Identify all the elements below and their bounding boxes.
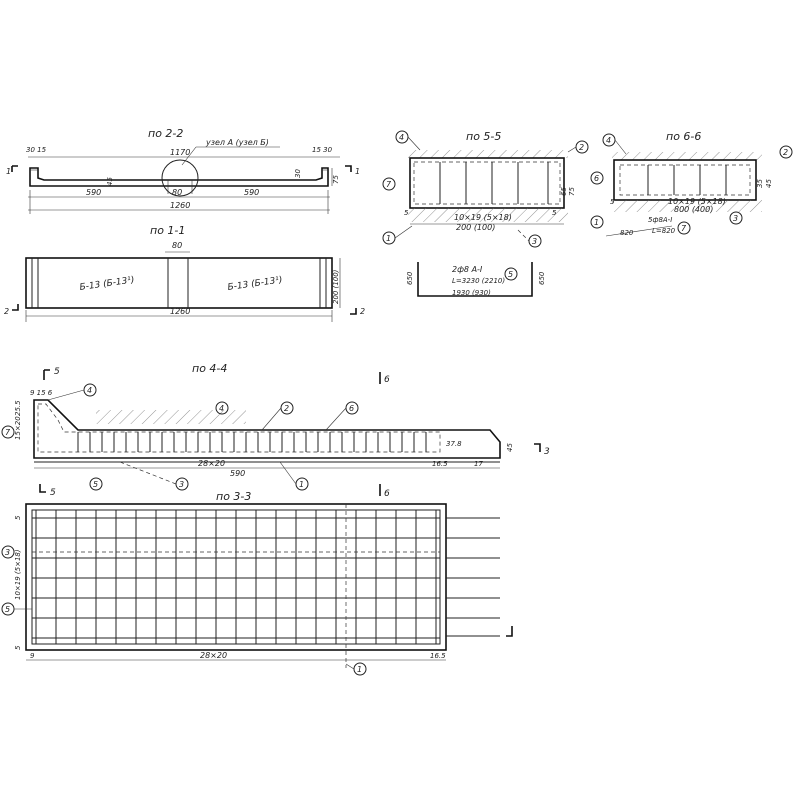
section-5-5-title: по 5-5 [466, 130, 501, 143]
section-4-4-title: по 4-4 [192, 362, 227, 375]
callout-2: 2 [579, 143, 584, 152]
c44-4b: 4 [219, 404, 224, 413]
panel-label-right: Б-13 (Б-13¹) [227, 275, 283, 293]
section-1-1-title: по 1-1 [150, 224, 185, 237]
dim-28x20-44: 28×20 [198, 459, 225, 468]
cut-5-bottom: 5 [50, 488, 56, 498]
dim-28x20-33: 28×20 [200, 651, 227, 660]
callout-3-66: 3 [733, 214, 738, 223]
dim-right-small: 15 30 [312, 146, 333, 154]
callout-1: 1 [386, 234, 391, 243]
section-1-1: по 1-1 80 Б-13 (Б-13¹) Б-13 (Б-13¹) 200 … [4, 224, 365, 322]
c33-5: 5 [5, 605, 10, 614]
section-4-4: по 4-4 5 6 9 15 6 [1, 362, 550, 499]
cut-6-top: 6 [384, 375, 390, 385]
cut-3-right: 3 [544, 447, 550, 457]
cut-2-right: 2 [360, 307, 365, 316]
c44-1: 1 [299, 480, 304, 489]
bar-dim-left: 650 [406, 271, 414, 285]
dim-590-44: 590 [230, 469, 245, 478]
section-6-6-title: по 6-6 [666, 130, 701, 143]
callout-4-66: 4 [606, 136, 611, 145]
c33-3: 3 [5, 548, 10, 557]
dim-left-small: 30 15 [26, 146, 47, 154]
width-label-55: 200 (100) [456, 223, 495, 232]
callout-6-66: 6 [594, 174, 599, 183]
dim-75: 75 [568, 187, 576, 196]
callout-3: 3 [532, 237, 537, 246]
c44-7: 7 [5, 428, 11, 437]
dim-590-left: 590 [86, 188, 101, 197]
c44-2: 2 [284, 404, 289, 413]
dim-45-44: 45 [506, 443, 514, 452]
dim-9-33: 9 [30, 652, 35, 660]
section-3-3: по 3-3 5 10×19 (5×18) 5 9 28×20 16.5 3 5… [1, 490, 513, 676]
section-3-3-title: по 3-3 [216, 490, 251, 503]
dim-10x19-33: 10×19 (5×18) [14, 549, 22, 600]
dim-1260-b: 1260 [170, 307, 190, 316]
callout-4: 4 [399, 133, 404, 142]
dim-h75: 75 [332, 175, 340, 184]
bar-spec: 2ф8 А-I [452, 265, 483, 274]
callout-1-66: 1 [594, 218, 599, 227]
dim-1260: 1260 [170, 201, 190, 210]
rebar-label-66: 10×19 (5×18) [668, 197, 726, 206]
callout-2-66: 2 [783, 148, 788, 157]
c44-3: 3 [179, 480, 184, 489]
dim-17: 17 [474, 460, 483, 468]
dim-65: 65 [560, 187, 568, 196]
dim-165-44: 16.5 [432, 460, 448, 468]
spec-66: 5ф8А-I [648, 216, 672, 224]
callout-7-66: 7 [681, 224, 687, 233]
rebar-label-55: 10×19 (5×18) [454, 213, 512, 222]
cut-1-left: 1 [6, 167, 11, 176]
c33-1: 1 [357, 665, 362, 674]
width-label-66: 800 (400) [674, 205, 713, 214]
dim-5-top-33: 5 [14, 515, 22, 520]
dim-35: 35 [756, 179, 764, 188]
cut-6-bottom: 6 [384, 489, 390, 499]
bar-len2: 1930 (930) [452, 289, 491, 297]
bar-dim-right: 650 [538, 271, 546, 285]
c44-6: 6 [349, 404, 354, 413]
node-callout-label: узел А (узел Б) [205, 138, 269, 147]
dim-h30: 30 [294, 169, 302, 178]
stirrups-44 [77, 432, 427, 452]
dim-200-100: 200 (100) [332, 269, 340, 304]
dim-5-66: 5 [610, 198, 615, 206]
section-2-2-title: по 2-2 [148, 127, 183, 140]
cut-5-top: 5 [54, 367, 60, 377]
dim-1170: 1170 [170, 148, 190, 157]
bar-callout-5: 5 [508, 270, 513, 279]
dim-5b-33: 5 [14, 645, 22, 650]
c44-4a: 4 [87, 386, 92, 395]
dim-45-66: 45 [765, 179, 773, 188]
dim-5b: 5 [552, 209, 557, 217]
cut-2-left: 2 [4, 307, 9, 316]
cut-1-right: 1 [355, 167, 360, 176]
rebar-grid-3-3 [32, 510, 440, 644]
dim-80-top: 80 [172, 241, 182, 250]
dim-80: 80 [172, 188, 182, 197]
dim-255: 25.5 [14, 400, 22, 416]
section-6-6: по 6-6 10×19 (5×18) 800 (400) 35 45 5 5ф… [590, 130, 793, 237]
dim-9-15-6: 9 15 6 [30, 389, 53, 397]
c44-5: 5 [93, 480, 98, 489]
callout-7: 7 [386, 180, 392, 189]
dim-165-33: 16.5 [430, 652, 446, 660]
spec-len-66: L=820 [652, 227, 676, 235]
panel-label-left: Б-13 (Б-13¹) [79, 275, 135, 293]
dim-590-right: 590 [244, 188, 259, 197]
section-2-2: по 2-2 узел А (узел Б) 1170 30 15 15 30 … [6, 127, 360, 214]
dim-15x20: 15×20 [14, 416, 22, 440]
dim-5a: 5 [404, 209, 409, 217]
section-5-5: по 5-5 10×19 (5×18) 200 (100) 5 5 65 75 … [382, 130, 589, 248]
bar-len: L=3230 (2210) [452, 277, 505, 285]
dim-h45: 45 [106, 177, 114, 186]
dim-378: 37.8 [446, 440, 462, 448]
bar-detail: 2ф8 А-I L=3230 (2210) 1930 (930) 650 650… [406, 262, 546, 297]
